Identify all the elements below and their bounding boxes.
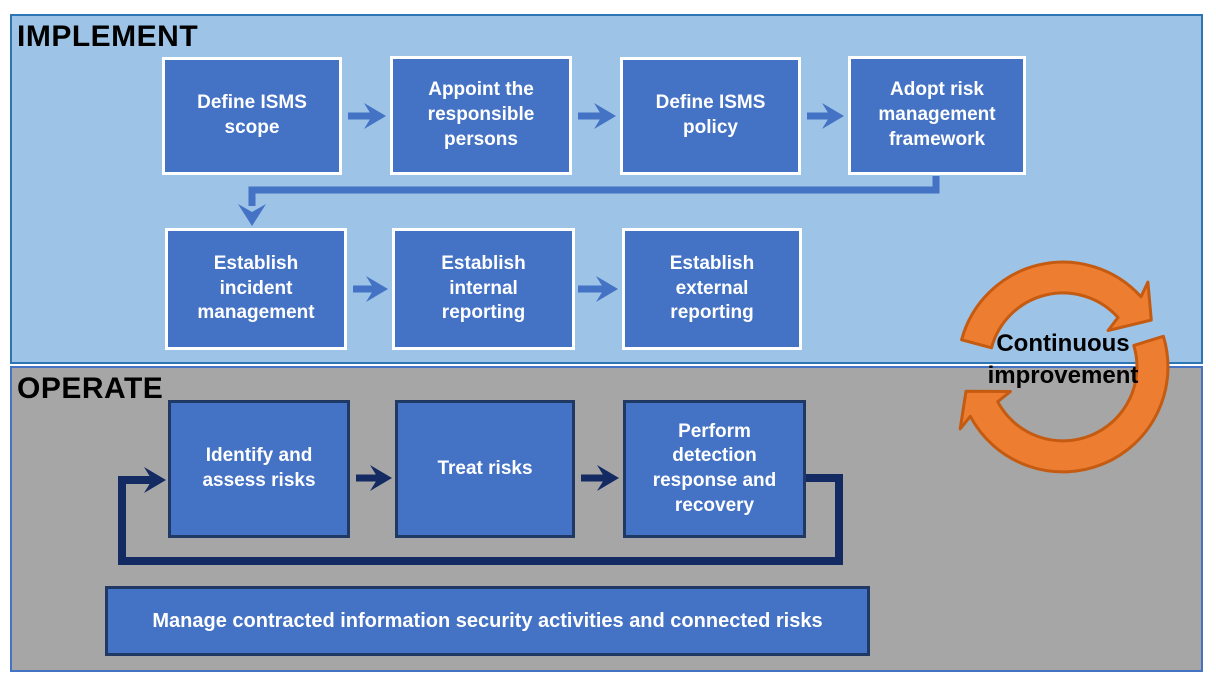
step-identify-and-assess-risks: Identify and assess risks xyxy=(168,400,350,538)
step-define-isms-scope: Define ISMS scope xyxy=(162,57,342,175)
step-establish-internal-reporting: Establish internal reporting xyxy=(392,228,575,350)
implement-section-title: IMPLEMENT xyxy=(17,20,199,53)
step-perform-detection-response-recovery: Perform detection response and recovery xyxy=(623,400,806,538)
operate-section-title: OPERATE xyxy=(17,372,164,405)
step-establish-incident-management: Establish incident management xyxy=(165,228,347,350)
step-treat-risks: Treat risks xyxy=(395,400,575,538)
step-adopt-risk-management-framework: Adopt risk management framework xyxy=(848,56,1026,175)
banner-manage-contracted-activities: Manage contracted information security a… xyxy=(105,586,870,656)
step-establish-external-reporting: Establish external reporting xyxy=(622,228,802,350)
continuous-improvement-label: Continuous improvement xyxy=(987,330,1139,389)
step-define-isms-policy: Define ISMS policy xyxy=(620,57,801,175)
step-appoint-responsible-persons: Appoint the responsible persons xyxy=(390,56,572,175)
